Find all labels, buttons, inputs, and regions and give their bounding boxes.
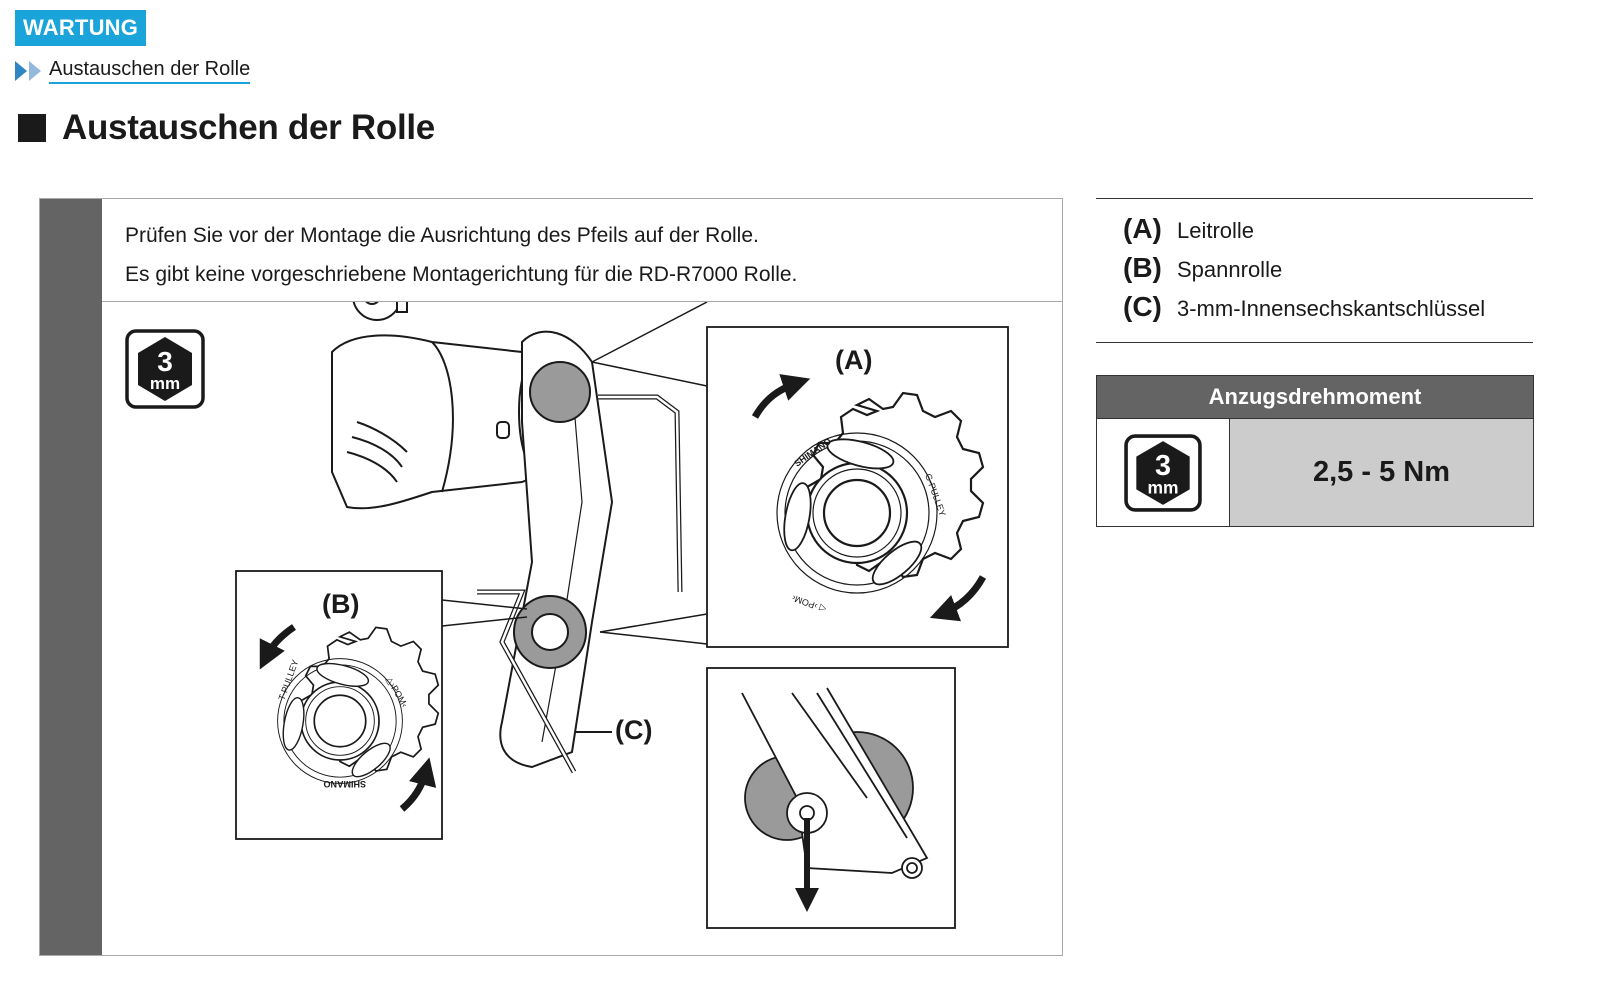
side-bar [40, 199, 102, 955]
section-badge: WARTUNG [15, 10, 147, 46]
instruction-box: Prüfen Sie vor der Montage die Ausrichtu… [39, 198, 1063, 956]
page-heading: Austauschen der Rolle [18, 108, 435, 148]
legend-label: Spannrolle [1177, 257, 1283, 282]
legend-key: (A) [1123, 213, 1162, 244]
rotation-arrow-icon [399, 757, 437, 812]
torque-header: Anzugsdrehmoment [1097, 376, 1533, 419]
breadcrumb: Austauschen der Rolle [15, 58, 251, 84]
inset-b-tension-pulley: (B) T-PULLEY △›POM‹ SHIMANO [235, 570, 443, 840]
rotation-arrow-icon [751, 374, 811, 419]
page-title: Austauschen der Rolle [62, 108, 435, 147]
torque-tool-cell: 3 mm [1097, 419, 1230, 526]
callout-c: (C) [615, 715, 652, 745]
callout-a: (A) [835, 345, 872, 375]
legend-key: (C) [1123, 291, 1162, 322]
legend-item: (C) 3-mm-Innensechskantschlüssel [1096, 291, 1533, 330]
tool-number: 3 [1155, 450, 1171, 482]
tool-unit: mm [1147, 477, 1178, 497]
tool-number: 3 [157, 346, 173, 377]
torque-value: 2,5 - 5 Nm [1230, 419, 1533, 526]
legend-label: 3-mm-Innensechskantschlüssel [1177, 296, 1486, 321]
pulley-illustration: 3 mm [102, 302, 1062, 955]
legend-item: (A) Leitrolle [1096, 213, 1533, 252]
note-line-1: Prüfen Sie vor der Montage die Ausrichtu… [125, 224, 759, 247]
double-arrow-icon [15, 61, 43, 81]
zoom-lines [441, 302, 708, 645]
callout-b: (B) [322, 589, 359, 619]
pulley-b-brand: SHIMANO [324, 779, 367, 789]
legend-label: Leitrolle [1177, 218, 1255, 243]
rotation-arrow-icon [259, 624, 296, 670]
torque-table: Anzugsdrehmoment 3 mm 2,5 - 5 Nm [1096, 375, 1534, 527]
derailleur-drawing [331, 302, 683, 774]
rotation-arrow-icon [929, 575, 987, 622]
inset-a-guide-pulley: (A) SHIMANO G-PULLEY ◁ ›POM‹ [706, 326, 1009, 648]
inset-pulley-removal [706, 667, 956, 929]
parts-legend: (A) Leitrolle (B) Spannrolle (C) 3-mm-In… [1096, 198, 1533, 343]
hex-key-3mm-icon: 3 mm [125, 329, 205, 409]
note-box: Prüfen Sie vor der Montage die Ausrichtu… [102, 199, 1062, 302]
tool-unit: mm [150, 374, 180, 393]
note-line-2: Es gibt keine vorgeschriebene Montageric… [125, 263, 798, 286]
hex-key-3mm-icon: 3 mm [1124, 433, 1202, 512]
legend-key: (B) [1123, 252, 1162, 283]
square-bullet-icon [18, 114, 46, 142]
breadcrumb-link[interactable]: Austauschen der Rolle [49, 58, 251, 84]
legend-item: (B) Spannrolle [1096, 252, 1533, 291]
